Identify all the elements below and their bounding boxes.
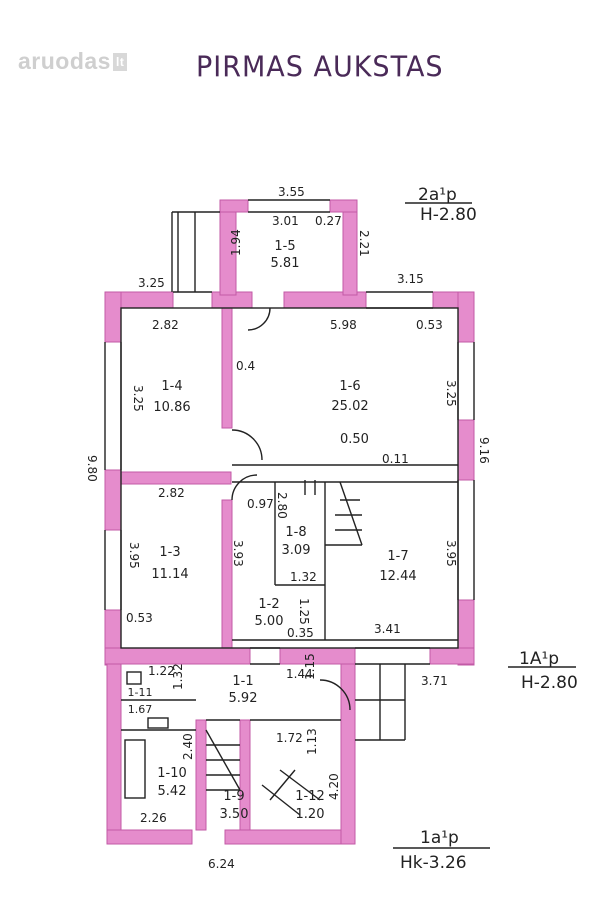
- wall-annex-left: [106, 663, 122, 843]
- dim-916: 9.16: [477, 437, 491, 464]
- wall-int-h1: [120, 471, 232, 485]
- room-area-1-5: 5.81: [271, 256, 300, 271]
- dim-371: 3.71: [421, 674, 448, 688]
- room-area-1-4: 10.86: [153, 400, 190, 415]
- dim-097: 0.97: [247, 497, 274, 511]
- room-area-1-11: 1.67: [128, 703, 153, 716]
- dim-027: 0.27: [315, 214, 342, 228]
- room-id-1-12: 1-12: [295, 789, 325, 804]
- dim-122: 1.22: [148, 664, 175, 678]
- room-id-1-3: 1-3: [159, 545, 180, 560]
- wall-porch-top: [219, 199, 249, 213]
- dim-315: 3.15: [397, 272, 424, 286]
- low-section-height: Hk-3.26: [400, 853, 467, 873]
- room-id-1-5: 1-5: [274, 239, 295, 254]
- dim-132b: 1.32: [171, 663, 185, 690]
- dim-172: 1.72: [276, 731, 303, 745]
- plan-title: PIRMAS AUKSTAS: [196, 51, 444, 84]
- dim-194: 1.94: [229, 229, 243, 256]
- dim-125: 1.25: [297, 598, 311, 625]
- wall-int-v2: [221, 499, 233, 649]
- room-id-1-8: 1-8: [285, 525, 306, 540]
- room-area-1-9: 3.50: [220, 807, 249, 822]
- room-area-1-10: 5.42: [158, 784, 187, 799]
- room-area-1-6: 25.02: [331, 399, 368, 414]
- dim-624: 6.24: [208, 857, 235, 871]
- dim-325b: 3.25: [131, 385, 145, 412]
- watermark-brand: aruodas: [18, 48, 111, 74]
- dim-393: 3.93: [231, 540, 245, 567]
- room-area-1-8: 3.09: [282, 543, 311, 558]
- wall-left-mid: [104, 469, 122, 531]
- dim-980: 9.80: [85, 455, 99, 482]
- dim-053a: 0.53: [416, 318, 443, 332]
- dim-115: 1.15: [303, 653, 317, 680]
- upper-section-height: H-2.80: [420, 205, 477, 225]
- room-area-1-12: 1.20: [296, 807, 325, 822]
- wall-annex-right: [340, 663, 356, 845]
- dim-053b: 0.53: [126, 611, 153, 625]
- dim-325c: 3.25: [444, 380, 458, 407]
- wall-porch-right: [342, 199, 358, 296]
- room-area-1-1: 5.92: [229, 691, 258, 706]
- dim-395a: 3.95: [127, 542, 141, 569]
- dim-301: 3.01: [272, 214, 299, 228]
- room-area-1-7: 12.44: [379, 569, 416, 584]
- dim-144: 1.44: [286, 667, 313, 681]
- wall-annex-int1: [195, 719, 207, 831]
- dim-282a: 2.82: [152, 318, 179, 332]
- wall-right-mid: [457, 419, 475, 481]
- mid-section-tag: 1A¹p: [519, 649, 559, 669]
- wall-annex-bottom2: [224, 829, 356, 845]
- walls: [104, 199, 475, 845]
- dim-011: 0.11: [382, 452, 409, 466]
- wall-annex-bottom: [106, 829, 193, 845]
- room-id-1-11: 1-11: [128, 686, 153, 699]
- wall-left-upper: [104, 291, 122, 343]
- dim-420: 4.20: [327, 773, 341, 800]
- dim-282b: 2.82: [158, 486, 185, 500]
- room-area-1-2: 5.00: [255, 614, 284, 629]
- room-id-1-4: 1-4: [161, 379, 182, 394]
- level-mark: 0.50: [340, 432, 369, 447]
- dim-035: 0.35: [287, 626, 314, 640]
- wall-int-v1: [221, 307, 233, 429]
- dim-221: 2.21: [357, 230, 371, 257]
- upper-section-tag: 2a¹p: [418, 185, 457, 205]
- room-id-1-1: 1-1: [232, 674, 253, 689]
- room-area-1-3: 11.14: [151, 567, 188, 582]
- dim-226: 2.26: [140, 811, 167, 825]
- mid-section-height: H-2.80: [521, 673, 578, 693]
- dim-113: 1.13: [305, 728, 319, 755]
- dim-598: 5.98: [330, 318, 357, 332]
- wall-bottom-mid: [279, 647, 356, 665]
- dim-341: 3.41: [374, 622, 401, 636]
- room-id-1-7: 1-7: [387, 549, 408, 564]
- thin-lines: [104, 199, 576, 849]
- wall-porch-top2: [329, 199, 358, 213]
- low-section-tag: 1a¹p: [420, 828, 459, 848]
- wall-right-upper: [457, 291, 475, 343]
- dim-355: 3.55: [278, 185, 305, 199]
- dim-395b: 3.95: [444, 540, 458, 567]
- wall-bottom-main: [104, 647, 251, 665]
- room-id-1-9: 1-9: [223, 789, 244, 804]
- room-id-1-10: 1-10: [157, 766, 187, 781]
- room-id-1-2: 1-2: [258, 597, 279, 612]
- wall-bottom-right: [429, 647, 475, 665]
- room-id-1-6: 1-6: [339, 379, 360, 394]
- dim-240: 2.40: [181, 733, 195, 760]
- dim-04: 0.4: [236, 359, 255, 373]
- dim-132: 1.32: [290, 570, 317, 584]
- watermark-tld: lt: [112, 53, 128, 71]
- dim-325: 3.25: [138, 276, 165, 290]
- dim-280: 2.80: [275, 492, 289, 519]
